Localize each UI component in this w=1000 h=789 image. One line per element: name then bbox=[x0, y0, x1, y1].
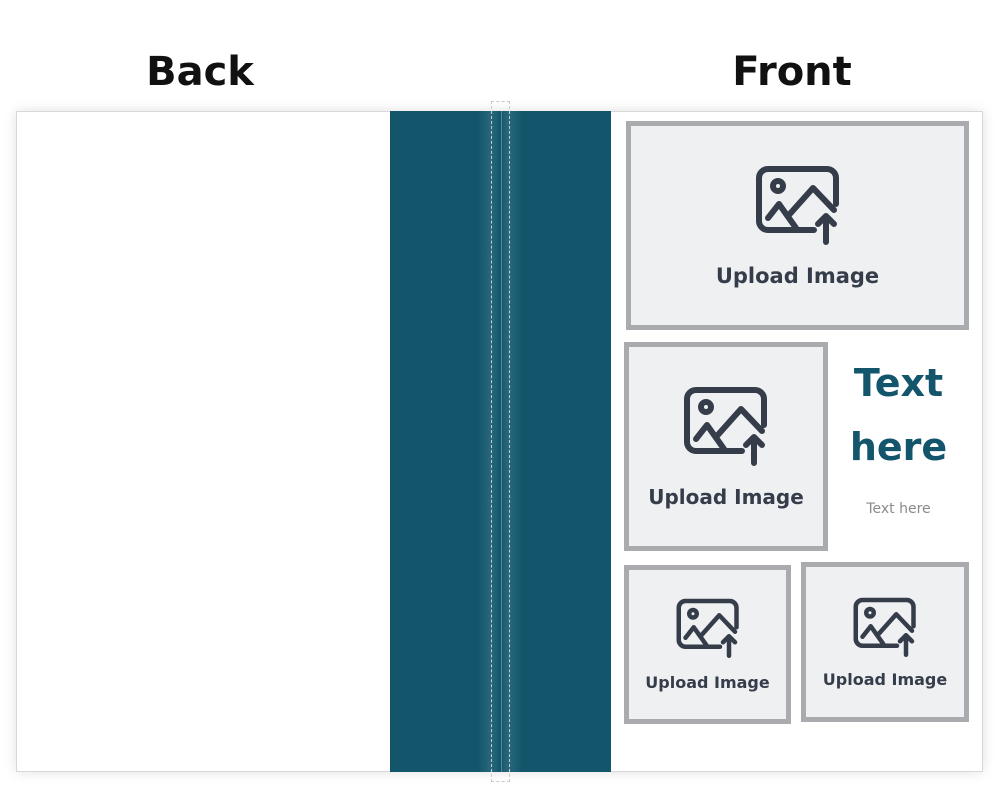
image-upload-icon bbox=[852, 596, 918, 658]
upload-image-label: Upload Image bbox=[648, 484, 804, 509]
image-upload-icon bbox=[682, 385, 770, 467]
image-upload-icon bbox=[675, 597, 741, 659]
upload-image-slot-3[interactable]: Upload Image bbox=[624, 565, 791, 724]
image-upload-icon bbox=[754, 164, 842, 246]
spine-center-line bbox=[501, 111, 502, 772]
title-text-line-2[interactable]: here bbox=[849, 425, 948, 469]
back-label: Back bbox=[146, 49, 254, 95]
title-text-line-1[interactable]: Text bbox=[853, 361, 944, 405]
upload-image-label: Upload Image bbox=[715, 263, 880, 288]
upload-image-slot-2[interactable]: Upload Image bbox=[624, 342, 828, 551]
upload-image-label: Upload Image bbox=[645, 673, 770, 692]
spine-guide bbox=[491, 101, 510, 782]
front-label: Front bbox=[732, 49, 852, 95]
spine-fold bbox=[478, 111, 522, 772]
upload-image-label: Upload Image bbox=[822, 669, 948, 689]
subtitle-text[interactable]: Text here bbox=[866, 501, 931, 517]
upload-image-slot-4[interactable]: Upload Image bbox=[801, 562, 969, 722]
upload-image-slot-1[interactable]: Upload Image bbox=[626, 121, 969, 330]
